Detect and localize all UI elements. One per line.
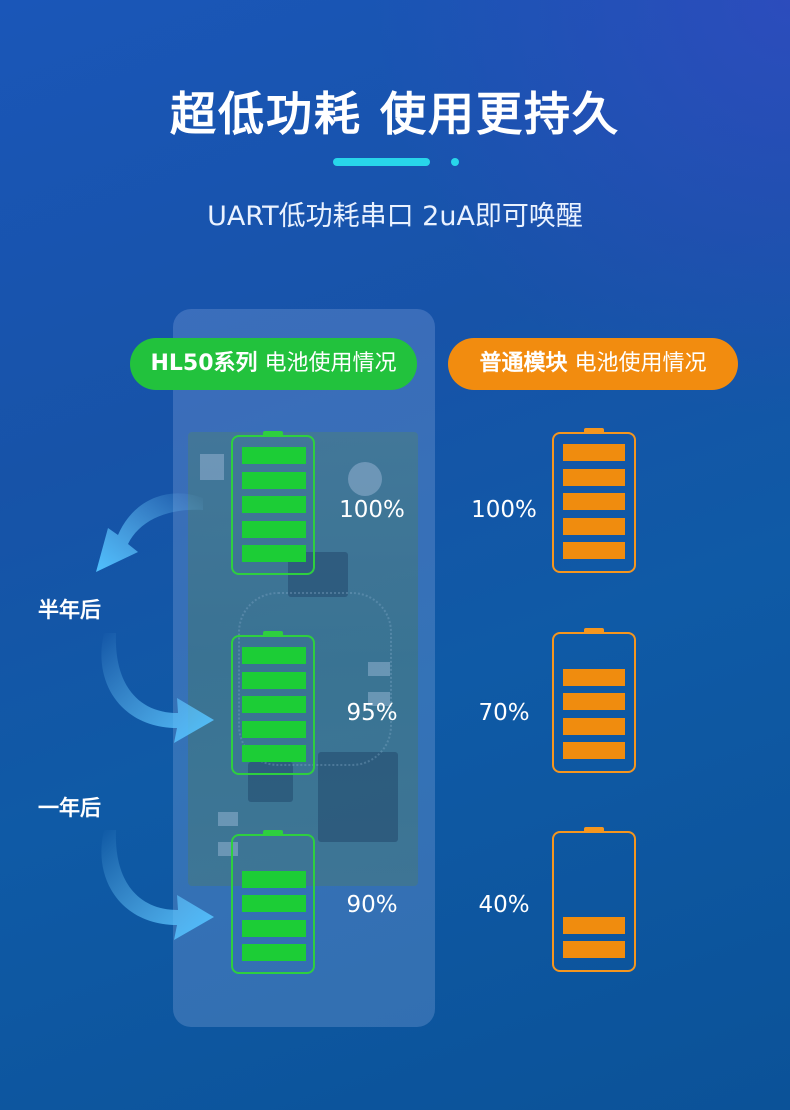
battery-charge-bar — [563, 916, 625, 934]
battery-charge-bar — [242, 720, 306, 738]
battery-charge-bar — [242, 919, 306, 937]
battery-cap — [263, 431, 283, 437]
battery-charge-bar — [242, 870, 306, 888]
curved-arrow-icon — [101, 830, 214, 940]
normal-module-name: 普通模块 — [479, 351, 568, 376]
hl50-percent-now: 100% — [339, 497, 405, 523]
battery-charge-bar — [242, 471, 306, 489]
battery-charge-bar — [242, 696, 306, 713]
hl50-battery-label: HL50系列 电池使用情况 — [130, 338, 417, 390]
normal-percent-one-year: 40% — [478, 892, 530, 918]
battery-charge-bar — [563, 717, 625, 735]
normal-battery-label: 普通模块 电池使用情况 — [448, 338, 738, 390]
battery-cap — [584, 628, 604, 634]
battery-charge-bar — [563, 542, 625, 559]
battery-charge-bar — [242, 745, 306, 762]
battery-charge-bar — [563, 742, 625, 759]
battery-charge-bar — [242, 545, 306, 562]
normal-battery-now — [552, 428, 636, 573]
battery-cap — [584, 428, 604, 434]
battery-charge-bar — [563, 941, 625, 958]
battery-charge-bar — [563, 693, 625, 710]
normal-battery-one-year — [552, 827, 636, 972]
curved-arrow-icon — [96, 493, 203, 572]
curved-arrow-icon — [101, 633, 214, 743]
hl50-battery-half-year — [231, 631, 315, 775]
battery-cap — [263, 631, 283, 637]
battery-charge-bar — [242, 447, 306, 464]
one-year-label: 一年后 — [38, 796, 101, 820]
title-underline-dot — [451, 158, 459, 166]
title-underline — [333, 158, 430, 166]
half-year-label: 半年后 — [38, 598, 101, 622]
battery-charge-bar — [563, 444, 625, 461]
battery-charge-bar — [563, 517, 625, 535]
normal-battery-half-year — [552, 628, 636, 773]
hl50-battery-now — [231, 431, 315, 575]
page-title: 超低功耗 使用更持久 — [169, 87, 620, 141]
battery-charge-bar — [242, 520, 306, 538]
normal-percent-now: 100% — [471, 497, 537, 523]
hl50-battery-one-year — [231, 830, 315, 974]
hl50-label-suffix: 电池使用情况 — [257, 351, 397, 376]
battery-charge-bar — [563, 468, 625, 486]
normal-percent-half-year: 70% — [478, 700, 530, 726]
battery-cap — [584, 827, 604, 833]
module-board-image — [188, 432, 418, 886]
hl50-percent-one-year: 90% — [346, 892, 398, 918]
normal-label-suffix: 电池使用情况 — [567, 351, 707, 376]
battery-charge-bar — [242, 895, 306, 912]
hl50-percent-half-year: 95% — [346, 700, 398, 726]
page-subtitle: UART低功耗串口 2uA即可唤醒 — [207, 201, 583, 232]
battery-charge-bar — [242, 944, 306, 961]
battery-cap — [263, 830, 283, 836]
battery-charge-bar — [563, 668, 625, 686]
battery-charge-bar — [563, 493, 625, 510]
battery-charge-bar — [242, 671, 306, 689]
battery-charge-bar — [242, 647, 306, 664]
hl50-series-name: HL50系列 — [150, 351, 258, 376]
battery-charge-bar — [242, 496, 306, 513]
